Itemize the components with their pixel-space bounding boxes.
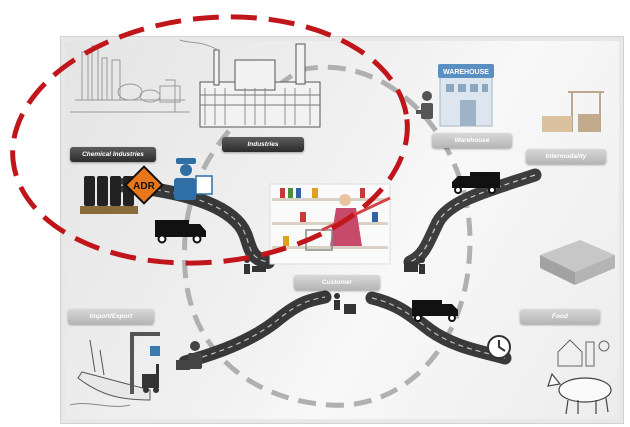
road-import-customer [178, 290, 332, 369]
label-industries: Industries [222, 137, 304, 152]
crane-icon-port [130, 332, 160, 394]
cow-icon [547, 372, 612, 415]
label-food: Food [520, 309, 600, 324]
warehouse-sign: WAREHOUSE [443, 69, 489, 76]
customs-officer-icon-port [176, 341, 202, 370]
farm-icon [557, 339, 610, 367]
adr-sign-icon [124, 165, 164, 205]
road-warehouse-customer [403, 168, 542, 269]
clock-icon [487, 335, 511, 359]
adr-sign-label: ADR [133, 181, 155, 192]
truck-icon-warehouse [452, 172, 500, 194]
warehouse-building-icon [540, 240, 615, 285]
forklift-icon-right [404, 257, 425, 274]
forklift-icon-center [334, 293, 356, 314]
forklift-icon-port [142, 364, 159, 393]
factory-icon [179, 39, 321, 128]
label-intermodality: Intermodality [526, 149, 606, 164]
label-customer: Customer [294, 275, 380, 290]
truck-icon-food [412, 300, 458, 322]
label-warehouse: Warehouse [432, 133, 512, 148]
crane-icon [542, 91, 604, 132]
customs-officer-icon [174, 158, 213, 200]
worker-icon [416, 91, 433, 119]
warehouse-icon [438, 64, 494, 127]
chemical-plant-icon [70, 45, 190, 113]
label-import-export: Import/Export [68, 309, 154, 324]
highlight-ellipse [10, 14, 410, 266]
ship-icon [69, 339, 151, 407]
label-chemical-industries: Chemical Industries [70, 147, 156, 162]
truck-icon-chemical [155, 220, 206, 244]
